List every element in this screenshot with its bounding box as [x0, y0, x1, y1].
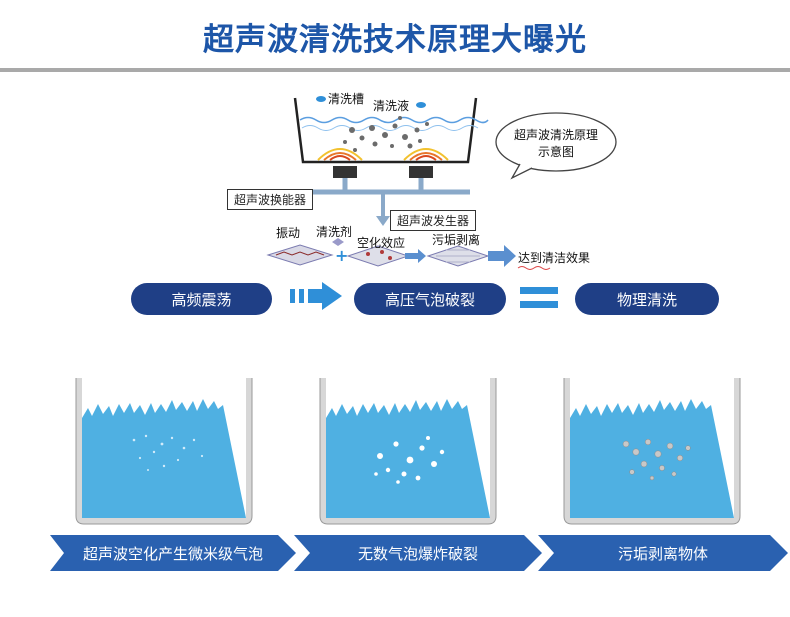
stage-microbubbles: 超声波空化产生微米级气泡 — [50, 535, 296, 571]
note-bubble — [495, 112, 617, 172]
liquid-surface — [299, 116, 489, 124]
double-arrow — [290, 282, 342, 310]
result-label: 达到清洁效果 — [518, 251, 591, 265]
ultrasonic-waves — [317, 148, 449, 161]
stage-label-microbubbles: 超声波空化产生微米级气泡 — [82, 544, 263, 563]
note-text: 超声波清洗原理 示意图 — [513, 128, 598, 159]
ultrasonic-tank-schematic: + — [266, 96, 617, 310]
beaker-bubble-burst — [319, 378, 497, 525]
tank-outline — [293, 97, 478, 164]
beaker-microbubbles — [75, 378, 253, 525]
tank-label: 清洗槽 — [328, 92, 365, 106]
principle-bubble-burst: 高压气泡破裂 — [354, 283, 506, 315]
page-title: 超声波清洗技术原理大曝光 — [203, 22, 587, 58]
principle-high-frequency: 高频震荡 — [131, 283, 272, 315]
title-divider — [0, 68, 790, 72]
transducer-left — [333, 166, 357, 178]
stage-label-bubble-burst: 无数气泡爆炸破裂 — [357, 544, 478, 563]
dirt-particles — [343, 116, 429, 152]
step-icon-vibration — [266, 244, 334, 266]
step-label-peeling: 污垢剥离 — [432, 233, 481, 247]
principle-physical-clean: 物理清洗 — [575, 283, 719, 315]
liquid-label: 清洗液 — [373, 99, 410, 113]
transducer-right — [409, 166, 433, 178]
step-label-detergent: 清洗剂 — [316, 225, 353, 239]
step-label-vibration: 振动 — [276, 226, 301, 240]
transducer-label: 超声波换能器 — [227, 189, 314, 210]
stage-dirt-removal: 污垢剥离物体 — [538, 535, 788, 571]
step-icon-peeling — [426, 245, 490, 267]
beaker-dirt-removal — [563, 378, 741, 525]
result-arrow — [488, 245, 516, 267]
svg-text:+: + — [335, 246, 348, 265]
stage-label-dirt-removal: 污垢剥离物体 — [617, 544, 708, 563]
equals-sign — [520, 287, 558, 308]
generator-label: 超声波发生器 — [390, 210, 477, 231]
stage-bubble-burst: 无数气泡爆炸破裂 — [294, 535, 542, 571]
step-label-cavitation: 空化效应 — [357, 236, 406, 250]
